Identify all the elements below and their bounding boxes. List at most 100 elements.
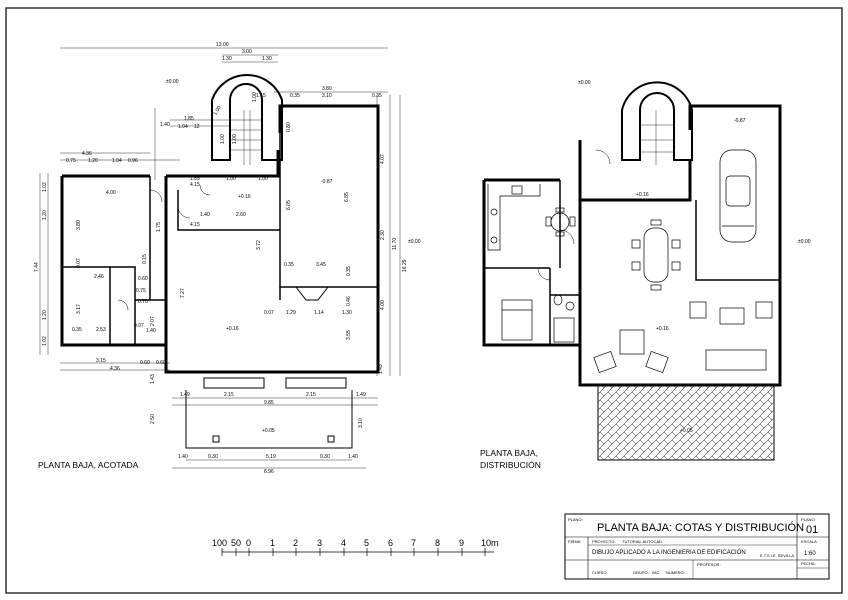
dim-bottom: 1.43 <box>378 364 384 374</box>
dim-top: 1.30 <box>222 56 232 62</box>
level-mark: ±0.00 <box>166 79 179 85</box>
scale-label: 4 <box>341 538 346 548</box>
graphic-scale-bar: 100 50 0 1 2 3 4 5 6 7 8 9 10m <box>212 538 499 556</box>
dim-side: 4.36 <box>110 366 120 372</box>
tb-school: E.T.S.I.E. SEVILLA <box>760 553 794 558</box>
kitchen-table <box>545 207 576 237</box>
dim-bottom: 1.49 <box>180 392 190 398</box>
dim-bottom: 1.43 <box>150 374 156 384</box>
dim-interior: 0.60 <box>156 360 166 366</box>
dim-side: 3.17 <box>76 304 82 314</box>
dim-interior: 1.75 <box>156 222 162 232</box>
level-mark: +0.16 <box>238 194 251 200</box>
level-mark: +0.05 <box>680 428 693 434</box>
dim-interior: 3.45 <box>316 262 326 268</box>
sheet-frame <box>5 7 843 594</box>
dim-left: 1.40 <box>160 122 170 128</box>
dining-table <box>631 219 681 291</box>
left-plan-dimensions: 13.00 1.30 3.00 1.30 3.80 0.35 0.35 3.10… <box>34 42 421 475</box>
dim-interior: 0.60 <box>138 276 148 282</box>
scale-label: 7 <box>411 538 416 548</box>
tb-profesor-label: PROFESOR: <box>697 562 721 567</box>
tb-proyecto-label: PROYECTO: <box>592 539 616 544</box>
level-mark: ±0.00 <box>578 80 591 86</box>
dim-top: 0.35 <box>372 93 382 99</box>
terrace-paving <box>597 385 775 461</box>
level-mark: -0.87 <box>321 179 333 185</box>
level-mark: +0.16 <box>656 326 669 332</box>
dim-side: 1.02 <box>42 182 48 192</box>
dim-interior: 4.15 <box>190 182 200 188</box>
dim-interior: 7.27 <box>180 288 186 298</box>
dim-interior: 4.07 <box>380 154 386 164</box>
scale-label: 10m <box>481 538 499 548</box>
tb-firma-label: FIRMA <box>568 539 581 544</box>
dim-interior: 1.40 <box>146 328 156 334</box>
scale-label: 2 <box>293 538 298 548</box>
living-room-furniture <box>593 301 773 374</box>
dim-side: 3.15 <box>96 358 106 364</box>
left-floor-plan <box>39 47 401 469</box>
tb-subject: DIBUJO APLICADO A LA INGENIERIA DE EDIFI… <box>592 549 746 556</box>
dim-interior: 1.30 <box>342 310 352 316</box>
scale-label: 100 <box>212 538 227 548</box>
dim-interior: 0.60 <box>140 360 150 366</box>
dim-interior: 2.46 <box>94 274 104 280</box>
stair-dim: 1.00 <box>252 92 258 102</box>
level-mark: +0.16 <box>636 192 649 198</box>
dim-bottom: 0.30 <box>208 454 218 460</box>
dim-bottom: 9.85 <box>264 400 274 406</box>
stair-dim: 1.00 <box>232 134 238 144</box>
dim-bottom: 1.49 <box>356 392 366 398</box>
bathroom-fixtures <box>553 294 575 343</box>
dim-interior: 1.40 <box>200 212 210 218</box>
dim-side: 7.44 <box>34 262 40 272</box>
dim-side: 1.02 <box>42 336 48 346</box>
dim-interior: 0.75 <box>136 288 146 294</box>
dim-interior: 3.55 <box>346 330 352 340</box>
dim-side: 0.07 <box>76 258 82 268</box>
tb-curso-label: CURSO: <box>592 570 608 575</box>
dim-left: 1.04 <box>178 124 188 130</box>
dim-interior: 11.70 <box>392 238 398 250</box>
dim-bottom: 0.30 <box>320 454 330 460</box>
dim-interior: 0.35 <box>346 266 352 276</box>
dim-interior: 6.85 <box>344 192 350 202</box>
dim-bottom: 5.19 <box>266 454 276 460</box>
dim-top: 3.00 <box>242 49 252 55</box>
dim-bottom: 2.50 <box>150 414 156 424</box>
dim-interior: 0.07 <box>134 323 144 329</box>
tb-escala-label: ESCALA <box>801 539 817 544</box>
scale-label: 0 <box>246 538 251 548</box>
car-icon <box>719 149 757 243</box>
dim-interior: 4.00 <box>380 300 386 310</box>
dim-top: 3.80 <box>322 86 332 92</box>
dim-interior: 2.07 <box>150 316 156 326</box>
dim-side: 2.53 <box>96 327 106 333</box>
dim-left: 0.96 <box>128 158 138 164</box>
dim-top: 1.15 <box>256 93 266 99</box>
dim-interior: 2.60 <box>236 212 246 218</box>
dim-interior: 0.70 <box>138 299 148 305</box>
dim-interior: 1.29 <box>286 310 296 316</box>
dim-side: 0.35 <box>72 327 82 333</box>
dim-overall-width: 13.00 <box>216 42 229 48</box>
level-mark: ±0.00 <box>408 239 421 245</box>
kitchen-counter <box>487 184 541 251</box>
tb-title: PLANTA BAJA: COTAS Y DISTRIBUCIÓN <box>597 521 804 534</box>
dim-bottom: 2.15 <box>224 392 234 398</box>
scale-label: 50 <box>231 538 241 548</box>
dim-interior: 0.80 <box>286 122 292 132</box>
tb-proyecto: TUTORIAL AUTOCAD <box>622 539 662 544</box>
level-mark: +0.16 <box>226 326 239 332</box>
bed <box>501 299 533 341</box>
level-mark: ±0.00 <box>798 239 811 245</box>
tb-grupo: IMC <box>652 570 659 575</box>
dim-left: 4.00 <box>106 190 116 196</box>
right-floor-plan: ±0.00 -0.87 +0.16 +0.16 ±0.00 +0.05 PLAN… <box>480 80 811 470</box>
dim-side: 1.20 <box>42 210 48 220</box>
tb-plano-label: PLANO: <box>568 517 583 522</box>
right-plan-caption-line2: DISTRIBUCIÓN <box>480 460 541 470</box>
right-plan-caption-line1: PLANTA BAJA, <box>480 448 538 458</box>
dim-top: 3.10 <box>322 93 332 99</box>
